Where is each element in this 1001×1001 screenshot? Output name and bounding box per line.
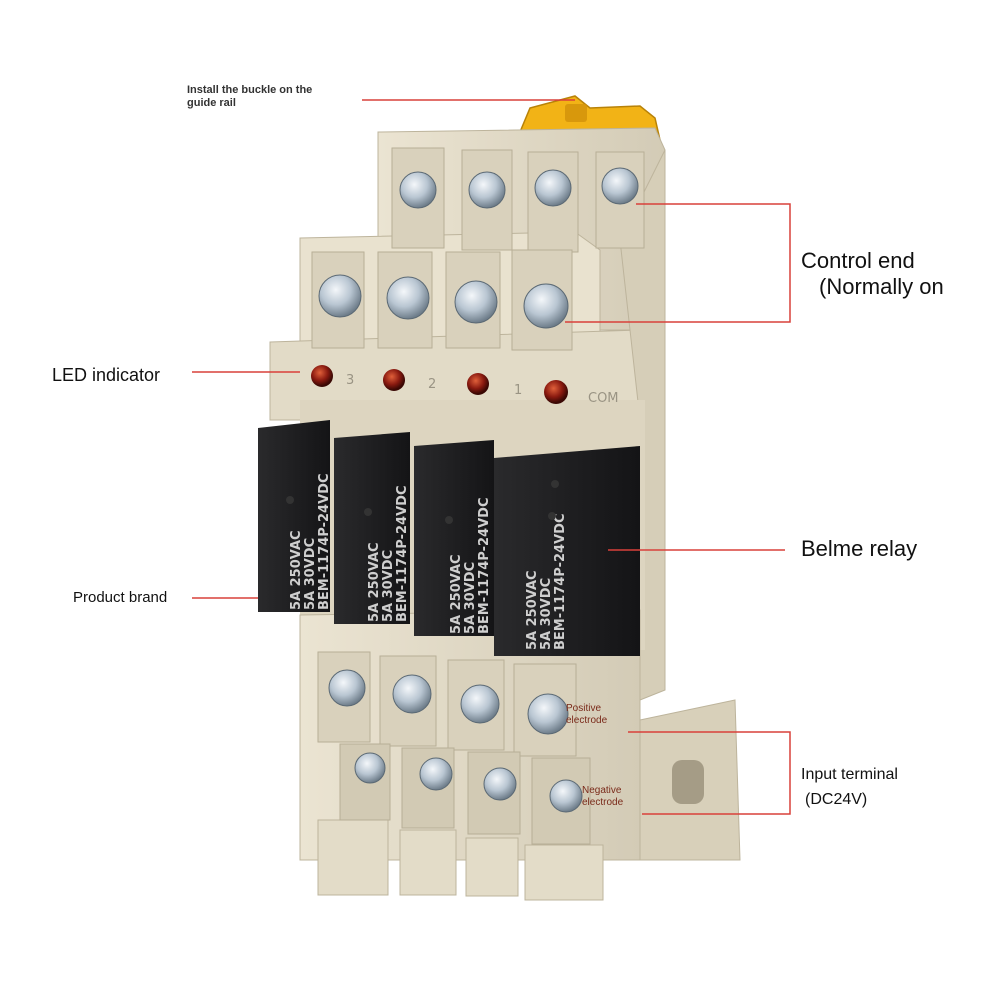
channel-number: COM <box>588 391 619 406</box>
relay-rating-ac: 5A 250VAC <box>289 530 304 610</box>
relay-rating-dc: 5A 30VDC <box>463 562 478 634</box>
leader-lines <box>192 99 791 815</box>
positive-electrode-label: Positive electrode <box>566 703 607 727</box>
input-terminal-line2: (DC24V) <box>805 791 868 809</box>
lower-terminals <box>317 651 591 845</box>
relay-2: 5A 250VAC 5A 30VDC BEM-1174P-24VDC <box>334 432 410 624</box>
rail-annotation: Install the buckle on the guide rail <box>187 84 312 110</box>
relay-rating-ac: 5A 250VAC <box>525 570 540 650</box>
control-end-line2: (Normally on <box>819 274 944 300</box>
relay-model: BEM-1174P-24VDC <box>395 486 410 622</box>
relay-rating-dc: 5A 30VDC <box>303 538 318 610</box>
svg-text:5A 250VAC 5A 30VDC: 5A 250VAC 5A 30VDC BEM-1174P-24VDC <box>449 498 492 634</box>
rail-annotation-line2: guide rail <box>187 97 236 110</box>
input-terminal-annotation: Input terminal (DC24V) <box>801 765 898 809</box>
relay-rating-dc: 5A 30VDC <box>381 550 396 622</box>
control-end-leader <box>565 203 791 323</box>
negative-electrode-label: Negative electrode <box>582 785 623 809</box>
input-leader <box>628 731 791 815</box>
svg-text:5A 250VAC 5A 30VDC: 5A 250VAC 5A 30VDC BEM-1174P-24VDC <box>525 514 568 650</box>
positive-line2: electrode <box>566 715 608 726</box>
brand-annotation: Product brand <box>73 589 168 606</box>
relay-3: 5A 250VAC 5A 30VDC BEM-1174P-24VDC <box>414 440 494 636</box>
control-end-line1: Control end <box>801 248 915 273</box>
relays: 5A 250VAC 5A 30VDC BEM-1174P-24VDC 5A 25… <box>258 420 640 656</box>
relay-rating-dc: 5A 30VDC <box>539 578 554 650</box>
relay-model: BEM-1174P-24VDC <box>477 498 492 634</box>
rail-annotation-line1: Install the buckle on the <box>187 84 313 96</box>
upper-terminals <box>311 249 573 351</box>
relay-model: BEM-1174P-24VDC <box>553 514 568 650</box>
channel-number: 3 <box>346 373 354 388</box>
relay-1: 5A 250VAC 5A 30VDC BEM-1174P-24VDC <box>258 420 332 612</box>
relay-rating-ac: 5A 250VAC <box>367 542 382 622</box>
negative-line2: electrode <box>582 797 624 808</box>
relay-model: BEM-1174P-24VDC <box>317 474 332 610</box>
top-terminals <box>391 147 645 253</box>
led-row: 3 2 1 COM <box>311 365 619 406</box>
negative-line1: Negative <box>582 785 622 796</box>
relay-rating-ac: 5A 250VAC <box>449 554 464 634</box>
channel-number: 2 <box>428 377 436 392</box>
led-annotation: LED indicator <box>52 365 161 385</box>
input-terminal-line1: Input terminal <box>801 766 898 783</box>
control-end-annotation: Control end (Normally on <box>801 248 944 301</box>
relay-4: 5A 250VAC 5A 30VDC BEM-1174P-24VDC <box>494 446 640 656</box>
channel-number: 1 <box>514 383 522 398</box>
relay-annotation: Belme relay <box>801 536 918 561</box>
positive-line1: Positive <box>566 703 602 714</box>
svg-text:5A 250VAC 5A 30VDC: 5A 250VAC 5A 30VDC BEM-1174P-24VDC <box>289 474 332 610</box>
svg-text:5A 250VAC 5A 30VDC: 5A 250VAC 5A 30VDC BEM-1174P-24VDC <box>367 486 410 622</box>
